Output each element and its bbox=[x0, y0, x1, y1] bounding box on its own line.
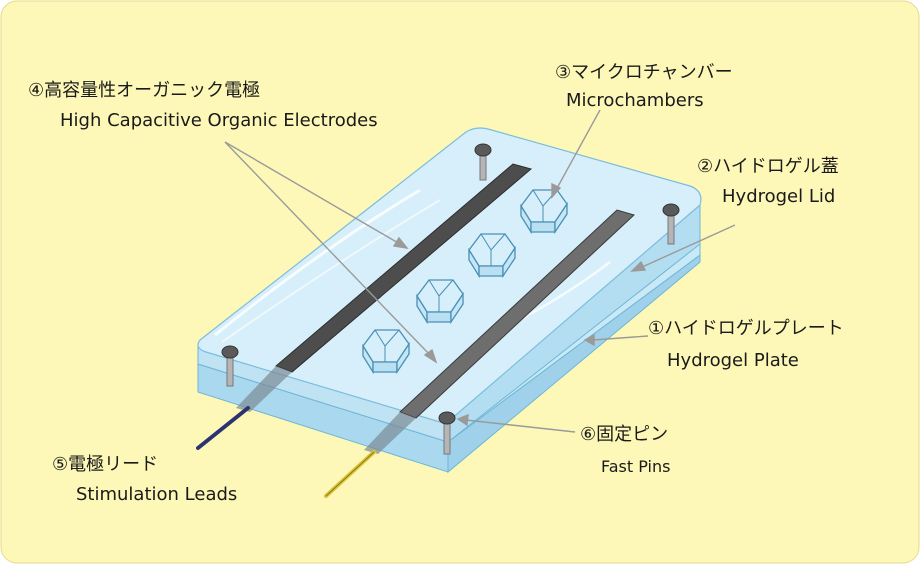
microchamber-3 bbox=[468, 233, 516, 279]
label-electrodes-en: High Capacitive Organic Electrodes bbox=[60, 110, 378, 131]
fast-pin-right bbox=[662, 203, 680, 245]
fast-pin-left bbox=[221, 345, 239, 387]
label-leads-jp: ⑤電極リード bbox=[52, 454, 158, 475]
fast-pin-front bbox=[438, 411, 456, 455]
label-leads: ⑤電極リード Stimulation Leads bbox=[52, 454, 237, 505]
label-electrodes-jp: ④高容量性オーガニック電極 bbox=[28, 80, 260, 101]
label-plate-en: Hydrogel Plate bbox=[667, 350, 799, 371]
label-pins-en: Fast Pins bbox=[601, 457, 670, 476]
stimulation-leads bbox=[196, 366, 416, 498]
label-pins-jp: ⑥固定ピン bbox=[580, 424, 668, 445]
label-microchambers-jp: ③マイクロチャンバー bbox=[555, 62, 733, 83]
label-microchambers: ③マイクロチャンバー Microchambers bbox=[555, 62, 733, 111]
label-lid: ②ハイドロゲル蓋 Hydrogel Lid bbox=[697, 156, 839, 207]
label-plate: ①ハイドロゲルプレート Hydrogel Plate bbox=[648, 318, 844, 371]
microchamber-4 bbox=[520, 189, 568, 235]
microchamber-2 bbox=[416, 279, 464, 325]
label-microchambers-en: Microchambers bbox=[566, 90, 704, 111]
lead-left bbox=[196, 406, 250, 450]
microchamber-1 bbox=[362, 329, 410, 375]
label-lid-jp: ②ハイドロゲル蓋 bbox=[697, 156, 839, 177]
label-plate-jp: ①ハイドロゲルプレート bbox=[648, 318, 844, 339]
label-leads-en: Stimulation Leads bbox=[76, 484, 237, 505]
fast-pin-back bbox=[474, 143, 492, 181]
leader-lines bbox=[224, 109, 736, 433]
label-lid-en: Hydrogel Lid bbox=[722, 186, 835, 207]
label-electrodes: ④高容量性オーガニック電極 High Capacitive Organic El… bbox=[28, 80, 378, 131]
label-pins: ⑥固定ピン Fast Pins bbox=[580, 424, 670, 476]
